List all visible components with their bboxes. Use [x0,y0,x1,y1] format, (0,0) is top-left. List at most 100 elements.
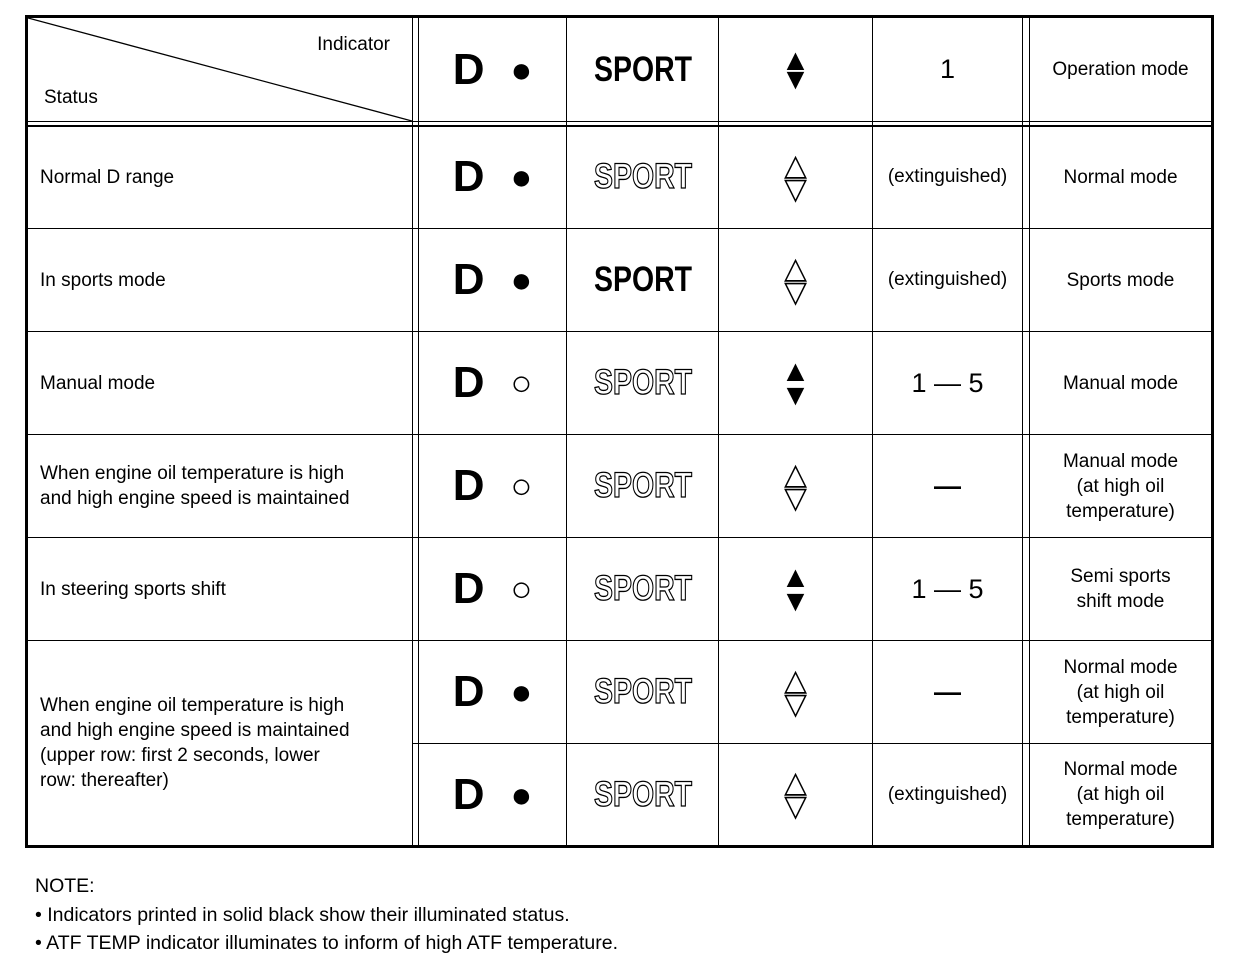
gear-position-label: 1 [939,54,956,84]
operation-mode-label: Normal mode [1063,166,1178,188]
double-line-gap [1022,434,1030,538]
sport-indicator-label: SPORT [594,570,692,608]
double-line-gap [1022,125,1030,229]
d-indicator-cell: D● [418,228,567,332]
double-line-gap [1022,640,1030,744]
sport-indicator-label: SPORT [594,158,692,196]
diagonal-divider-line [28,18,412,121]
shift-down-arrow-icon: ▽ [783,275,808,309]
status-label: Normal D range [40,166,175,188]
shift-down-arrow-icon: ▽ [783,790,808,823]
sport-indicator: SPORT [593,776,692,814]
gear-position-label: (extinguished) [887,166,1008,188]
operation-mode-label: Normal mode (at high oil temperature) [1063,759,1178,830]
sport-indicator-label: SPORT [594,776,692,814]
d-range-indicator: D [452,44,485,94]
shift-arrows-cell: △▽ [718,125,873,229]
double-line-gap [1022,16,1030,122]
double-line-row [26,121,1213,127]
atf-temp-dot-icon: ● [510,48,533,90]
table-header-row: Indicator Status D ● SPORT ▲ ▼ 1 [26,16,1213,122]
d-range-indicator: D [452,358,485,407]
table-row: In steering sports shift D○ SPORT ▲▼ 1 —… [26,537,1213,641]
gear-position-cell: (extinguished) [872,743,1023,847]
shift-down-arrow-icon: ▽ [783,172,808,206]
gear-position-header-cell: 1 [872,16,1023,122]
shift-up-arrow-icon: △ [783,457,808,491]
sport-indicator: SPORT [594,51,692,89]
shift-arrows-cell: △▽ [718,743,873,847]
status-cell: Normal D range [26,125,413,229]
note-item: • ATF TEMP indicator illuminates to info… [35,932,619,954]
shift-down-arrow-icon: ▼ [780,62,811,96]
note-item: • Indicators printed in solid black show… [35,903,570,926]
gear-position-label: 1 — 5 [911,367,984,398]
status-cell: When engine oil temperature is high and … [26,640,413,847]
operation-mode-header-cell: Operation mode [1029,16,1213,122]
table-row: When engine oil temperature is high and … [26,434,1213,538]
shift-arrows-header-cell: ▲ ▼ [718,16,873,122]
corner-header-cell: Indicator Status [26,16,413,122]
gear-position-label: 1 — 5 [911,573,984,604]
shift-up-arrow-icon: △ [783,251,808,285]
shift-up-arrow-icon: ▲ [780,560,811,594]
d-indicator-cell: D● [418,125,567,229]
shift-arrows-cell: ▲▼ [718,537,873,641]
status-axis-label: Status [44,87,98,108]
operation-mode-cell: Sports mode [1029,228,1213,332]
d-indicator-cell: D● [418,743,567,847]
shift-up-arrow-icon: △ [783,663,808,697]
shift-down-arrow-icon: ▽ [783,687,808,721]
operation-mode-cell: Normal mode (at high oil temperature) [1029,640,1213,744]
double-line-gap [1022,537,1030,641]
shift-arrows-cell: ▲▼ [718,331,873,435]
status-cell: When engine oil temperature is high and … [26,434,413,538]
operation-mode-cell: Normal mode [1029,125,1213,229]
status-label: When engine oil temperature is high and … [40,463,350,509]
d-range-indicator: D [452,461,485,510]
d-range-indicator: D [452,769,485,819]
gear-position-label: (extinguished) [887,783,1008,805]
double-line-gap [1022,331,1030,435]
note-block: NOTE: • Indicators printed in solid blac… [35,872,618,958]
table-row: In sports mode D● SPORT △▽ (extinguished… [26,228,1213,332]
operation-mode-label: Manual mode (at high oil temperature) [1062,450,1179,522]
status-label: In steering sports shift [40,578,226,600]
atf-temp-dot-icon: ● [510,671,533,712]
sport-indicator-label: SPORT [594,364,692,402]
atf-temp-dot-icon: ● [510,259,533,300]
shift-up-arrow-icon: △ [783,766,808,799]
sport-indicator-cell: SPORT [566,331,719,435]
shift-down-arrow-icon: ▼ [780,584,811,618]
d-range-indicator: D [452,564,485,613]
sport-indicator: SPORT [594,261,692,299]
gear-position-cell: 1 — 5 [872,331,1023,435]
sport-indicator-cell: SPORT [566,640,719,744]
status-cell: In sports mode [26,228,413,332]
operation-mode-label: Normal mode (at high oil temperature) [1063,656,1178,728]
gear-position-cell: 1 — 5 [872,537,1023,641]
gear-position-label: — [934,470,961,501]
shift-arrows-cell: △▽ [718,228,873,332]
table-row: Normal D range D● SPORT △▽ (extinguished… [26,125,1213,229]
sport-indicator: SPORT [593,673,692,711]
sport-indicator-label: SPORT [594,467,692,505]
sport-indicator-cell: SPORT [566,125,719,229]
operation-mode-header-label: Operation mode [1052,59,1189,80]
sport-indicator-cell: SPORT [566,228,719,332]
operation-mode-label: Sports mode [1066,269,1175,291]
table-row: When engine oil temperature is high and … [26,640,1213,847]
gear-position-label: (extinguished) [887,269,1008,290]
d-indicator-cell: D● [418,640,567,744]
sport-indicator-label: SPORT [594,261,692,299]
status-label: When engine oil temperature is high and … [40,695,350,791]
gear-position-cell: (extinguished) [872,125,1023,229]
shift-up-arrow-icon: ▲ [780,354,811,388]
operation-mode-label: Manual mode [1062,372,1179,394]
double-line-gap [1022,743,1030,847]
status-label: In sports mode [40,269,166,291]
indicator-status-table: Indicator Status D ● SPORT ▲ ▼ 1 [25,15,1214,848]
double-line-gap [1022,228,1030,332]
d-indicator-cell: D○ [418,537,567,641]
atf-temp-dot-icon: ● [510,156,533,198]
